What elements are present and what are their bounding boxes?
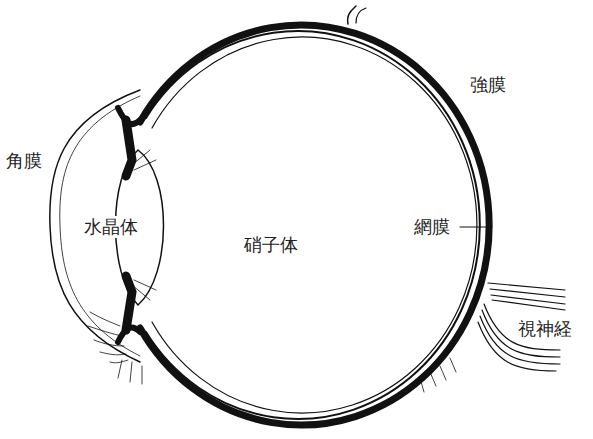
part-label: 硝子体 [242, 234, 300, 256]
part-label: 水晶体 [82, 216, 140, 238]
part-label: 視神経 [516, 318, 574, 340]
part-label: 強膜 [468, 74, 508, 96]
part-label: 網膜 [412, 216, 452, 238]
part-label: 角膜 [4, 150, 44, 172]
